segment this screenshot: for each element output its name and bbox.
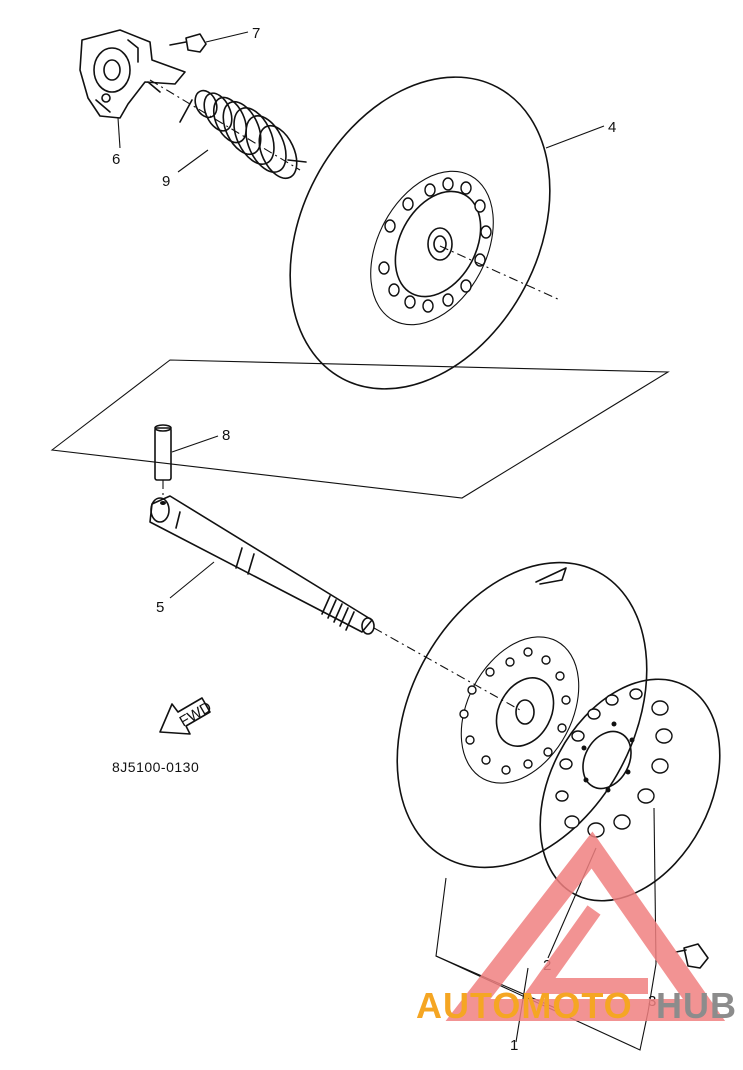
part-4-sheave	[289, 76, 551, 390]
label-part-5: 5	[156, 599, 164, 616]
label-part-1: 1	[510, 1037, 518, 1054]
part-7-pin	[169, 33, 207, 53]
part-6-bracket	[79, 29, 186, 119]
fwd-arrow: FWD	[159, 697, 215, 735]
leader-lines	[117, 31, 605, 1043]
part-2-plate	[539, 678, 721, 902]
watermark-logo: AUTOMOTO HUB	[416, 831, 737, 1026]
fwd-arrow-text: FWD	[177, 699, 215, 731]
label-part-7: 7	[252, 25, 260, 42]
watermark-text-a: AUTOMOTO	[416, 985, 633, 1026]
sheave-holes	[378, 177, 492, 313]
part-8-dowel	[154, 424, 172, 500]
assembly-outline-upper	[50, 359, 670, 499]
part-1-lower-sheave	[396, 561, 648, 869]
part-3-bolt	[675, 943, 709, 969]
assembly-outline-lower	[435, 877, 657, 1051]
axis-line-sheave	[439, 245, 561, 301]
label-part-6: 6	[112, 151, 120, 168]
part-5-shaft	[149, 495, 375, 635]
watermark-triangle	[445, 831, 726, 1021]
lower-sheave-holes	[459, 647, 571, 775]
axis-line-shaft	[373, 627, 521, 711]
diagram-code: 8J5100-0130	[112, 759, 199, 775]
axis-line-top	[149, 79, 301, 171]
label-part-4: 4	[608, 119, 616, 136]
label-part-9: 9	[162, 173, 170, 190]
label-part-8: 8	[222, 427, 230, 444]
watermark-text-b: HUB	[656, 985, 737, 1026]
